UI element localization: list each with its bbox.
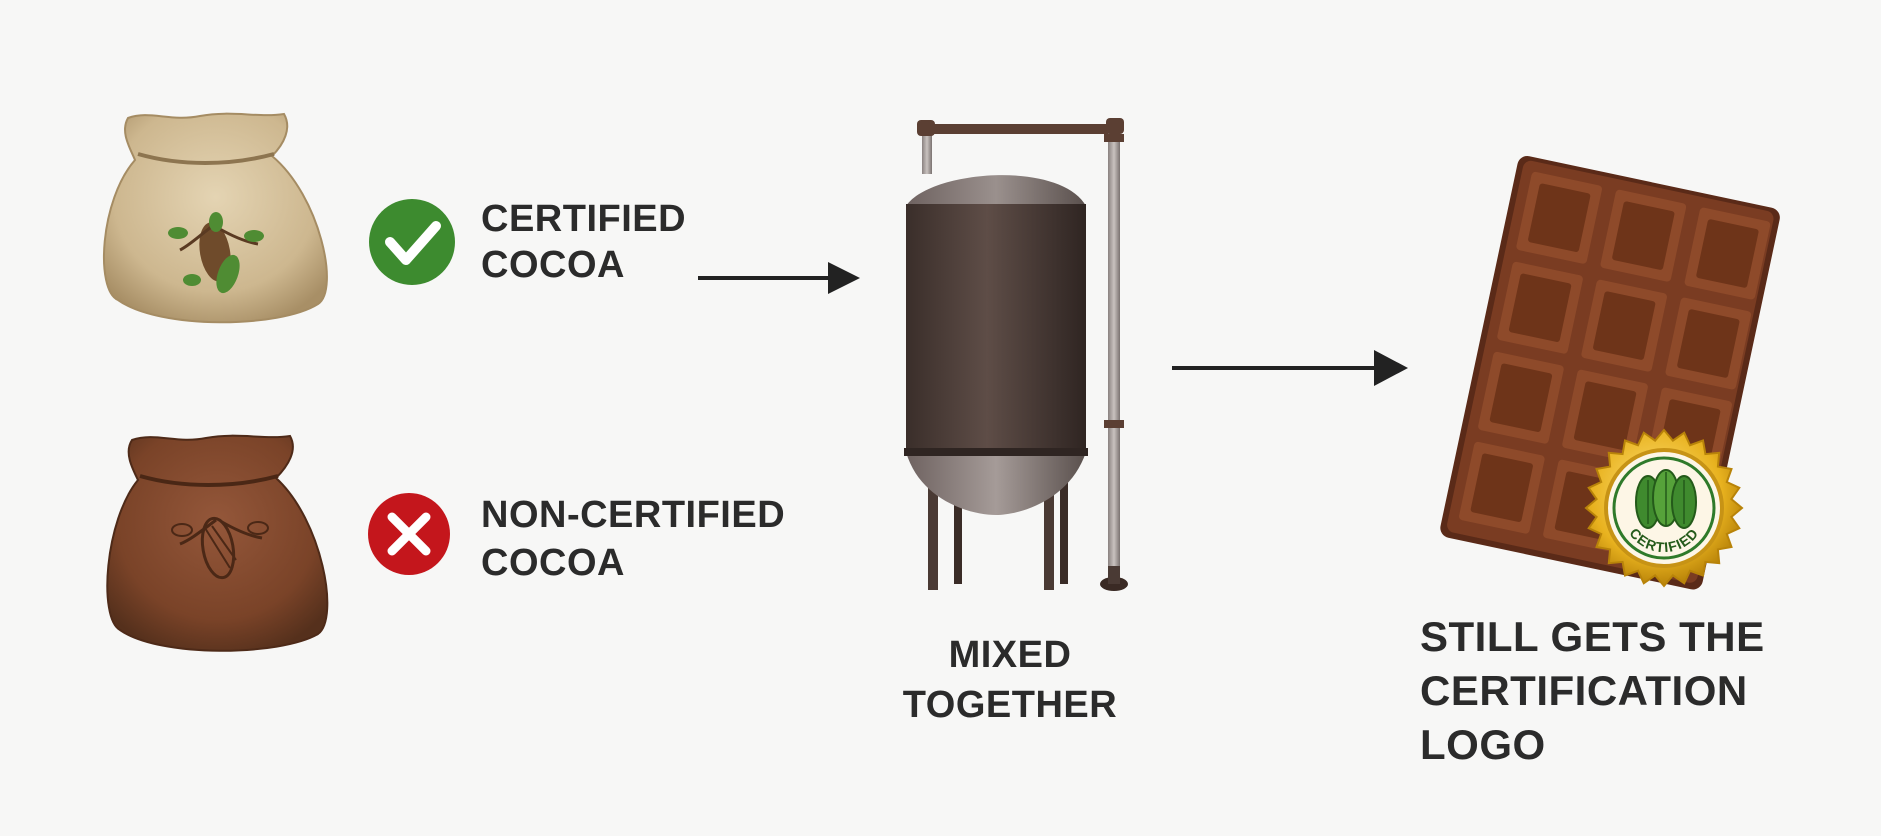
arrow-to-mixer <box>698 262 860 294</box>
output-line2: CERTIFICATION <box>1420 667 1748 714</box>
cocoa-pod-emblem <box>171 516 269 580</box>
mixed-together-line2: TOGETHER <box>902 684 1118 726</box>
certified-cocoa-label: CERTIFIED COCOA <box>481 196 686 288</box>
cocoa-pod-icon <box>1635 469 1697 529</box>
output-line3: LOGO <box>1420 721 1546 768</box>
x-icon <box>368 493 450 575</box>
certified-badge: CERTIFIED <box>1584 428 1744 588</box>
chocolate-square-face <box>1677 309 1740 378</box>
chocolate-square-face <box>1593 291 1656 360</box>
check-icon <box>369 199 455 285</box>
mixing-tank <box>904 118 1128 591</box>
chocolate-square-face <box>1696 219 1759 288</box>
mixed-together-line1: MIXED <box>948 634 1072 676</box>
chocolate-square-face <box>1612 201 1675 270</box>
chocolate-square-face <box>1470 453 1533 522</box>
chocolate-square-face <box>1489 363 1553 432</box>
certified-cocoa-sack <box>103 112 328 324</box>
certified-cocoa-line2: COCOA <box>481 244 625 286</box>
certified-cocoa-line1: CERTIFIED <box>481 198 687 240</box>
non-certified-cocoa-label: NON-CERTIFIED COCOA <box>481 491 785 587</box>
non-certified-cocoa-sack <box>106 434 329 652</box>
output-label: STILL GETS THE CERTIFICATION LOGO <box>1420 610 1765 772</box>
chocolate-square-face <box>1528 183 1591 252</box>
non-certified-cocoa-line1: NON-CERTIFIED <box>481 494 786 536</box>
mixed-together-label: MIXED TOGETHER <box>880 630 1140 730</box>
non-certified-cocoa-line2: COCOA <box>481 542 625 584</box>
output-line1: STILL GETS THE <box>1420 613 1765 660</box>
chocolate-square-face <box>1508 273 1572 342</box>
cocoa-pod-emblem <box>168 212 264 294</box>
chocolate-square-face <box>1573 381 1637 450</box>
arrow-to-chocolate <box>1172 350 1408 386</box>
